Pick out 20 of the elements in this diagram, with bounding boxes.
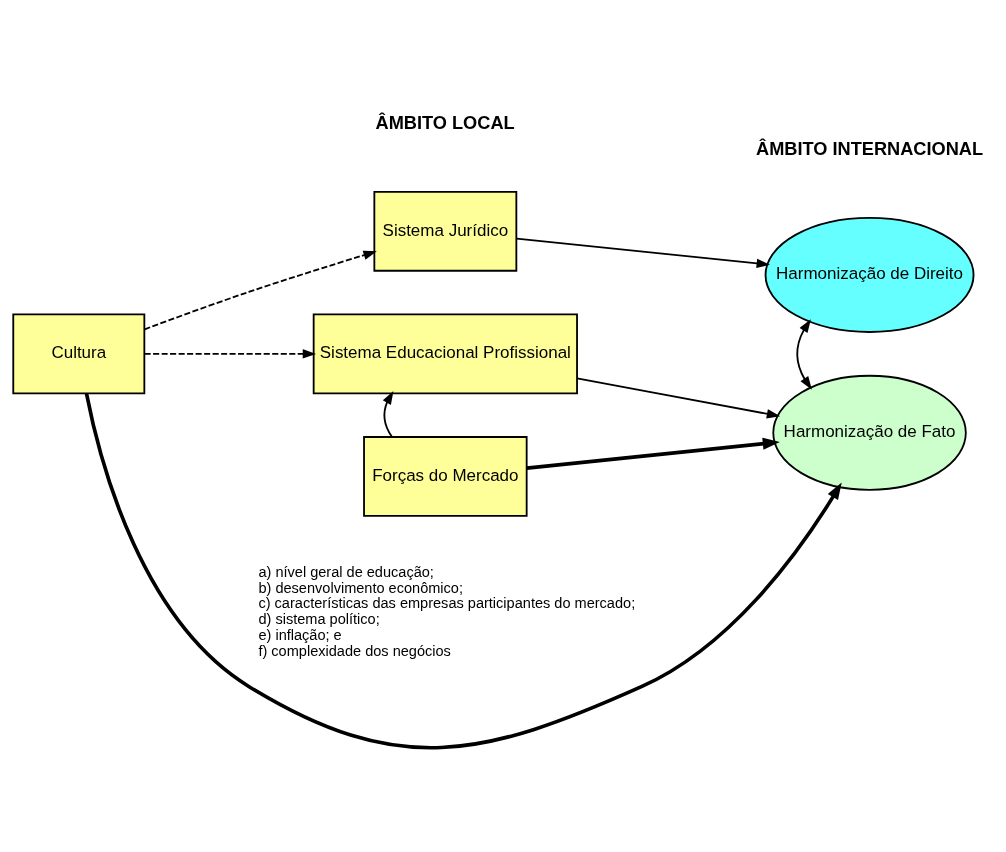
- node-label: c) características das empresas participantes do mercado;: [258, 595, 636, 612]
- node-box: Forças do Mercado: [363, 436, 528, 517]
- arrow: [526, 437, 780, 470]
- node-box: Cultura: [12, 313, 146, 395]
- label: ÂMBITO INTERNACIONAL: [756, 139, 984, 160]
- arrow: [143, 349, 317, 359]
- arrow: [84, 393, 842, 750]
- arrow: [576, 377, 781, 419]
- node-label: f) complexidade dos negócios: [258, 642, 451, 659]
- node-box: Sistema Jurídico: [373, 190, 518, 272]
- node-label: d) sistema político;: [258, 611, 380, 628]
- node-label: b) desenvolvimento econômico;: [258, 579, 464, 596]
- arrow: [796, 319, 812, 390]
- arrow: [515, 237, 770, 269]
- label: ÂMBITO LOCAL: [375, 112, 515, 133]
- arrow: [382, 390, 394, 438]
- arrow: [143, 250, 377, 331]
- node-label: e) inflação; e: [258, 626, 342, 643]
- node-label: a) nível geral de educação;: [258, 563, 434, 580]
- node-box: Sistema Educacional Profissional: [312, 313, 578, 395]
